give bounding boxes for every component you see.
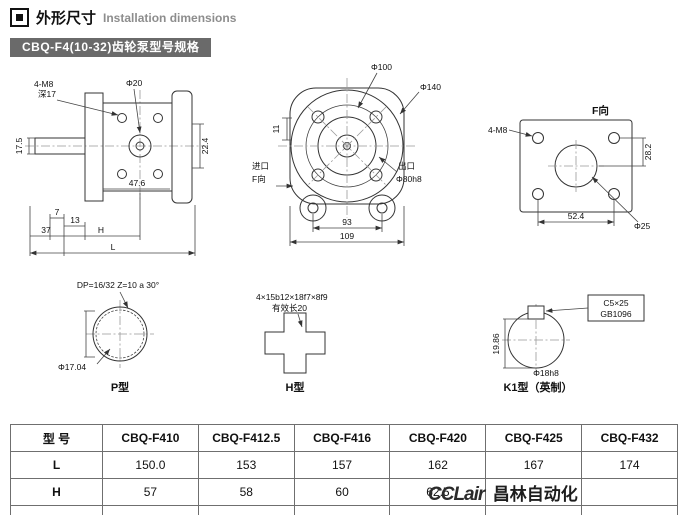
table-header-cell: CBQ-F412.5 (197, 424, 295, 452)
dim-label: Φ100 (371, 62, 392, 72)
table-cell: 162 (389, 451, 487, 479)
f-view-drawing: F向 4-M8 28.2 52.4 Φ25 (488, 104, 653, 231)
table-header-cell: CBQ-F410 (102, 424, 199, 452)
section-title-cn: 外形尺寸 (36, 10, 97, 27)
dim-label: 11 (271, 124, 281, 133)
side-view-drawing: 17.5 4-M8 深17 Φ20 22.4 47.6 7 13 37 H (14, 78, 210, 256)
key-spec-label: C5×25 (603, 298, 629, 308)
watermark: CCLair 昌林自动化 (428, 480, 578, 506)
table-row-H: H 57 58 60 62.5 (10, 478, 678, 506)
section-square-icon (10, 8, 29, 27)
technical-drawings: 17.5 4-M8 深17 Φ20 22.4 47.6 7 13 37 H (14, 62, 653, 394)
dim-label: Φ140 (420, 82, 441, 92)
dim-label: Φ17.04 (58, 362, 86, 372)
port-label: 出口 (398, 161, 415, 171)
table-cell (581, 478, 678, 506)
row-label: H (10, 478, 103, 506)
dim-label: 深17 (38, 89, 56, 99)
spline-spec-label: DP=16/32 Z=10 a 30° (77, 280, 159, 290)
table-header-cell: CBQ-F425 (485, 424, 583, 452)
table-cell (485, 478, 583, 506)
dim-label: 47.6 (129, 178, 146, 188)
table-cell: 57 (102, 478, 199, 506)
model-banner: CBQ-F4(10-32)齿轮泵型号规格 (10, 38, 212, 57)
dim-label: 13 (70, 215, 80, 225)
dim-label: 109 (340, 231, 354, 241)
view-title: F向 (592, 104, 609, 117)
shaft-type-caption: H型 (286, 380, 305, 394)
watermark-logo: CCLair (428, 484, 485, 505)
h-type-drawing: 4×15b12×18f7×8f9 有效长20 H型 (256, 292, 328, 394)
dim-label: Φ80h8 (396, 174, 422, 184)
section-title-en: Installation dimensions (103, 10, 237, 25)
spline-spec-label: 4×15b12×18f7×8f9 (256, 292, 328, 302)
dim-label: 22.4 (200, 137, 210, 154)
table-cell: 62.5 (389, 478, 487, 506)
dim-label: Φ20 (126, 78, 143, 88)
row-label: L (10, 451, 103, 479)
key-standard-label: GB1096 (600, 309, 631, 319)
shaft-type-caption: P型 (111, 380, 129, 394)
view-direction-label: F向 (252, 174, 266, 184)
dim-label: 28.2 (643, 143, 653, 160)
k1-type-drawing: 19.86 Φ18h8 C5×25 GB1096 K1型（英制） (491, 294, 645, 394)
dim-label: 7 (55, 207, 60, 217)
dim-label: 4-M8 (488, 125, 508, 135)
table-cell: 167 (485, 451, 583, 479)
spline-length-label: 有效长20 (272, 303, 307, 313)
dim-label: Φ18h8 (533, 368, 559, 378)
dim-label: L (111, 242, 116, 252)
table-header-row: 型 号 CBQ-F410 CBQ-F412.5 CBQ-F416 CBQ-F42… (10, 424, 678, 452)
table-header-cell: CBQ-F416 (293, 424, 391, 452)
dim-label: 52.4 (568, 211, 585, 221)
dim-label: 17.5 (14, 137, 24, 154)
dim-label: 19.86 (491, 333, 501, 355)
section-header: 外形尺寸 Installation dimensions (10, 7, 236, 28)
watermark-text: 昌林自动化 (492, 485, 578, 504)
front-view-drawing: Φ100 Φ140 11 进口 F向 出口 Φ80h8 93 109 (252, 62, 441, 246)
model-spec-table: 型 号 CBQ-F410 CBQ-F412.5 CBQ-F416 CBQ-F42… (10, 424, 678, 515)
table-header-cell: 型 号 (10, 424, 103, 452)
table-header-cell: CBQ-F432 (581, 424, 678, 452)
table-cell: 58 (197, 478, 295, 506)
p-type-drawing: DP=16/32 Z=10 a 30° Φ17.04 P型 (58, 280, 159, 394)
dim-label: 37 (41, 225, 51, 235)
table-header-cell: CBQ-F420 (389, 424, 487, 452)
table-cell: 174 (581, 451, 678, 479)
dim-label: Φ25 (634, 221, 651, 231)
table-cell: 60 (293, 478, 391, 506)
dim-label: 93 (342, 217, 352, 227)
dim-label: H (98, 225, 104, 235)
table-cell: 157 (293, 451, 391, 479)
dim-label: 4-M8 (34, 79, 54, 89)
table-cell: 150.0 (102, 451, 199, 479)
shaft-type-caption: K1型（英制） (503, 380, 572, 394)
table-row-cutoff (10, 505, 678, 515)
port-label: 进口 (252, 161, 269, 171)
table-row-L: L 150.0 153 157 162 167 174 (10, 451, 678, 479)
table-cell: 153 (197, 451, 295, 479)
